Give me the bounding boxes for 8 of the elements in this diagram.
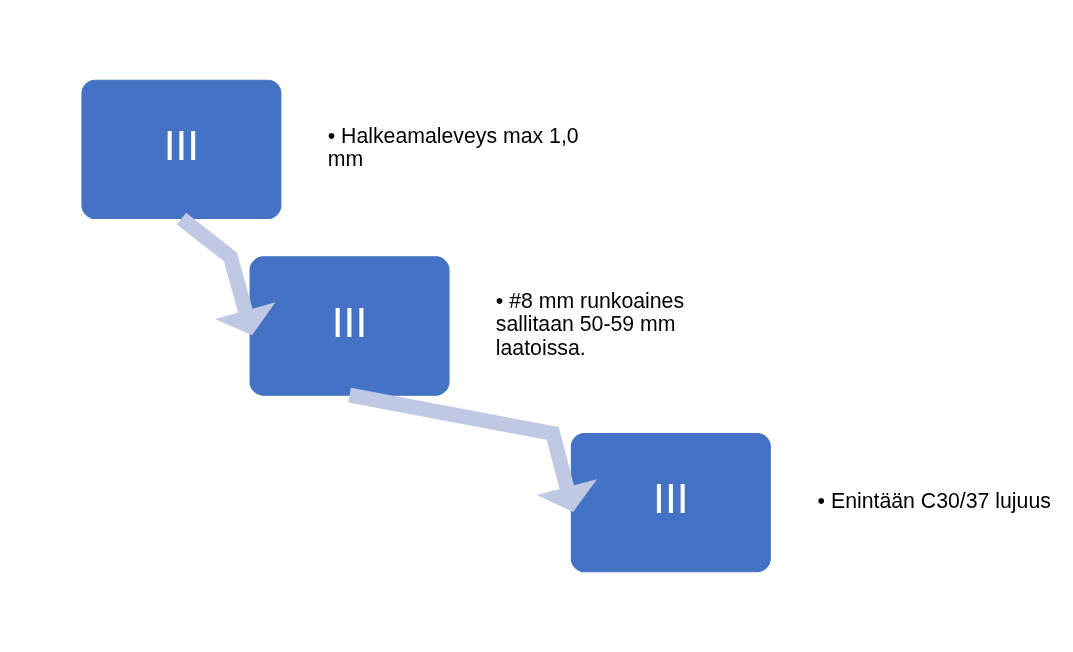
node-box: III [81,79,282,220]
node-label: • Enintään C30/37 lujuus [817,488,1051,513]
node-label: • Halkeamaleveys max 1,0 mm [327,124,579,172]
node-box: III [570,432,771,573]
node-box: III [249,256,450,396]
arrow [348,387,598,512]
arrow [176,212,276,336]
node-label: • #8 mm runkoaines sallitaan 50-59 mm laatoissa. [495,288,685,360]
